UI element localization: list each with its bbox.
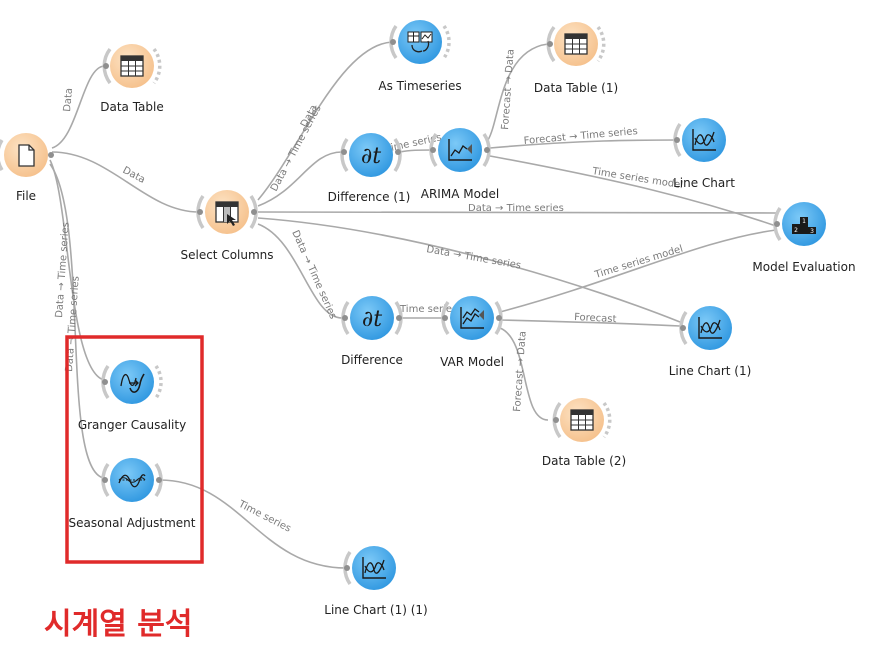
node-label-line-chart: Line Chart: [673, 176, 735, 190]
line-chart-icon: [698, 317, 722, 339]
node-difference[interactable]: ∂t Difference: [341, 296, 403, 367]
node-select-columns[interactable]: Select Columns: [180, 190, 274, 262]
node-data-table-2[interactable]: Data Table (2): [542, 398, 626, 468]
svg-text:1: 1: [802, 218, 806, 225]
node-label-var-model: VAR Model: [440, 355, 504, 369]
node-line-chart[interactable]: Line Chart: [673, 118, 735, 190]
node-label-file: File: [16, 189, 36, 203]
link-file-datatable[interactable]: [51, 65, 105, 149]
link-label-select-diff: Data → Time series: [289, 229, 338, 321]
page-title: 시계열 분석: [44, 607, 192, 642]
node-label-as-timeseries: As Timeseries: [378, 79, 461, 93]
podium-icon: 2 1 3: [792, 217, 816, 235]
link-arima-dt1[interactable]: [487, 43, 549, 141]
link-label-seasonal-lc11: Time series: [236, 498, 293, 534]
link-select-diff1[interactable]: [257, 151, 343, 207]
model-icon: [460, 307, 484, 329]
line-chart-icon: [692, 129, 716, 151]
highlight-box: [65, 335, 204, 564]
node-label-line-chart-1-1: Line Chart (1) (1): [324, 603, 427, 617]
node-difference-1[interactable]: ∂t Difference (1): [328, 133, 411, 204]
link-label-arima-lc: Forecast → Time series: [523, 126, 638, 147]
link-select-diff[interactable]: [257, 223, 343, 319]
node-line-chart-1[interactable]: Line Chart (1): [669, 306, 752, 378]
link-label-var-eval: Time series model: [593, 244, 685, 282]
link-label-arima-dt1: Forecast → Data: [500, 49, 517, 131]
link-file-select[interactable]: [51, 151, 200, 213]
node-data-table-1[interactable]: Data Table (1): [534, 22, 618, 95]
link-var-eval[interactable]: [499, 229, 777, 313]
link-arima-eval[interactable]: [489, 155, 777, 227]
link-label-arima-eval: Time series model: [591, 166, 684, 191]
link-label-var-lc1: Forecast: [574, 312, 617, 325]
model-icon: [448, 139, 472, 161]
table-icon: [570, 409, 594, 431]
node-label-data-table-2: Data Table (2): [542, 454, 626, 468]
link-label-diff-var: Time series: [399, 304, 457, 315]
link-label-file-datatable: Data: [62, 88, 75, 113]
node-model-evaluation[interactable]: 2 1 3 Model Evaluation: [752, 202, 856, 274]
node-label-difference-1: Difference (1): [328, 190, 411, 204]
link-arima-lc[interactable]: [489, 139, 679, 149]
link-label-file-select: Data: [121, 165, 147, 186]
svg-text:3: 3: [810, 228, 814, 235]
link-select-asts[interactable]: [257, 41, 393, 201]
link-var-dt2[interactable]: [499, 327, 549, 421]
node-line-chart-1-1[interactable]: Line Chart (1) (1): [324, 546, 428, 617]
node-data-table[interactable]: Data Table: [100, 44, 164, 114]
node-as-timeseries[interactable]: As Timeseries: [378, 20, 462, 93]
node-label-seasonal-adjustment: Seasonal Adjustment: [69, 516, 196, 530]
link-file-seasonal[interactable]: [49, 163, 105, 479]
node-seasonal-adjustment[interactable]: Seasonal Adjustment: [69, 458, 196, 530]
file-icon: [18, 144, 35, 167]
node-label-data-table: Data Table: [100, 100, 164, 114]
node-label-granger-causality: Granger Causality: [78, 418, 186, 432]
node-label-line-chart-1: Line Chart (1): [669, 364, 752, 378]
link-diff1-arima[interactable]: [399, 149, 433, 153]
granger-icon: [120, 373, 145, 393]
seasonal-icon: [118, 474, 146, 488]
derivative-icon: ∂t: [361, 144, 381, 169]
node-var-model[interactable]: VAR Model: [440, 296, 504, 369]
table-icon: [564, 33, 588, 55]
link-seasonal-lc11[interactable]: [159, 479, 347, 569]
node-label-data-table-1: Data Table (1): [534, 81, 618, 95]
node-file[interactable]: File: [0, 133, 54, 203]
node-label-arima-model: ARIMA Model: [421, 187, 500, 201]
node-label-difference: Difference: [341, 353, 403, 367]
link-label-select-lc1: Data → Time series: [425, 244, 521, 271]
table-icon: [120, 55, 144, 77]
node-granger-causality[interactable]: Granger Causality: [78, 360, 186, 432]
node-arima-model[interactable]: ARIMA Model: [421, 128, 500, 201]
link-select-lc1[interactable]: [257, 217, 681, 323]
node-label-select-columns: Select Columns: [180, 248, 273, 262]
as-timeseries-icon: [407, 31, 433, 53]
svg-text:2: 2: [794, 227, 798, 234]
link-select-eval[interactable]: [257, 211, 777, 214]
link-file-granger[interactable]: [49, 159, 105, 381]
derivative-icon: ∂t: [362, 307, 382, 332]
line-chart-icon: [362, 557, 386, 579]
link-label-select-eval: Data → Time series: [468, 203, 564, 214]
select-columns-icon: [215, 201, 239, 226]
node-label-model-evaluation: Model Evaluation: [752, 260, 855, 274]
link-var-lc1[interactable]: [499, 319, 681, 327]
